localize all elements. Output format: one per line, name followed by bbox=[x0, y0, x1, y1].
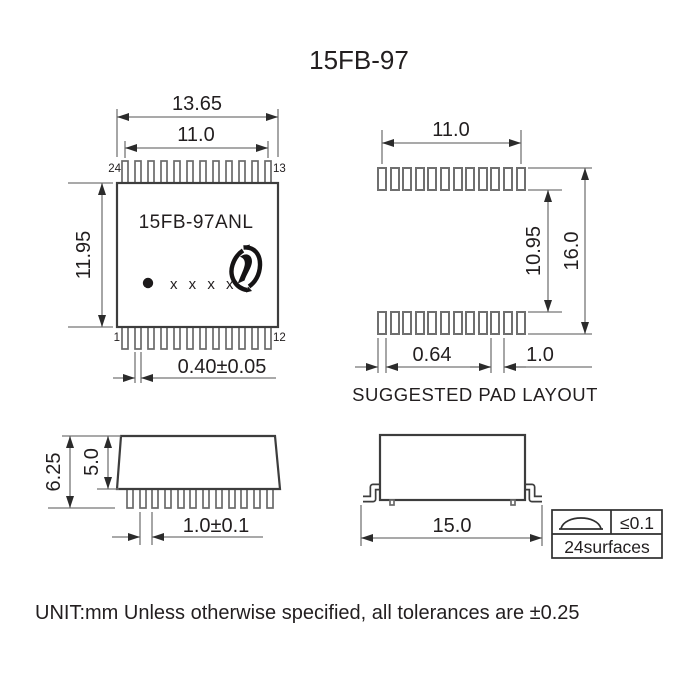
dim-body-height-side: 5.0 bbox=[81, 436, 119, 490]
side-view-pins bbox=[126, 488, 274, 509]
pad-row-bottom bbox=[377, 311, 526, 335]
svg-text:5.0: 5.0 bbox=[81, 448, 103, 476]
part-number-label: 15FB-97ANL bbox=[139, 212, 254, 233]
pin-number-13: 13 bbox=[273, 163, 286, 175]
page-title: 15FB-97 bbox=[309, 45, 409, 75]
tolerance-note: UNIT:mm Unless otherwise specified, all … bbox=[35, 602, 580, 624]
center-post-left bbox=[389, 499, 395, 506]
pin-number-24: 24 bbox=[108, 163, 121, 175]
pad-layout-caption: SUGGESTED PAD LAYOUT bbox=[352, 384, 598, 405]
package-body bbox=[115, 181, 280, 329]
package-front-view: 15.0 bbox=[360, 433, 543, 546]
gull-wing-lead-right bbox=[523, 483, 542, 503]
svg-text:15.0: 15.0 bbox=[433, 515, 472, 537]
bothhand-logo-icon bbox=[229, 244, 263, 293]
dim-pad-inner-gap: 10.95 bbox=[523, 189, 562, 313]
svg-text:11.95: 11.95 bbox=[73, 231, 95, 280]
date-code-label: x x x x bbox=[170, 276, 237, 293]
pin1-dot bbox=[142, 277, 154, 289]
svg-text:11.0: 11.0 bbox=[177, 124, 214, 146]
svg-text:0.64: 0.64 bbox=[413, 344, 452, 366]
svg-text:1.0: 1.0 bbox=[526, 344, 554, 366]
package-bottom-pins bbox=[121, 326, 272, 350]
dim-pad-span: 11.0 bbox=[381, 119, 522, 164]
dim-pad-width-pitch: 0.64 1.0 bbox=[355, 338, 592, 373]
dim-lead-span: 15.0 bbox=[360, 505, 543, 546]
svg-text:1.0±0.1: 1.0±0.1 bbox=[183, 515, 250, 537]
package-side-view: 6.25 5.0 1.0±0.1 bbox=[43, 434, 282, 545]
dim-body-width: 13.65 bbox=[116, 93, 279, 157]
dim-pad-outer-span: 16.0 bbox=[528, 167, 592, 335]
svg-text:6.25: 6.25 bbox=[43, 453, 65, 492]
svg-text:11.0: 11.0 bbox=[432, 119, 469, 141]
pin-number-12: 12 bbox=[273, 332, 286, 344]
pad-layout-view: 11.0 10.95 16.0 0.64 1.0 bbox=[352, 119, 598, 405]
front-view-body bbox=[378, 433, 527, 502]
dim-lead-pitch: 1.0±0.1 bbox=[112, 512, 263, 545]
center-post-right bbox=[510, 499, 516, 506]
svg-text:0.40±0.05: 0.40±0.05 bbox=[178, 356, 267, 378]
package-top-pins bbox=[121, 160, 272, 184]
dim-body-height: 11.95 bbox=[68, 182, 113, 328]
package-top-view: 24 13 1 12 15FB-97ANL x x x x 13.65 11.0 bbox=[68, 93, 286, 383]
flatness-symbol-icon bbox=[559, 517, 603, 530]
gull-wing-lead-left bbox=[363, 483, 382, 503]
svg-text:16.0: 16.0 bbox=[561, 232, 583, 271]
pin-number-1: 1 bbox=[114, 332, 120, 344]
coplanarity-table: ≤0.1 24surfaces bbox=[551, 509, 663, 559]
svg-text:13.65: 13.65 bbox=[172, 93, 222, 115]
dim-pin-span: 11.0 bbox=[124, 124, 269, 158]
dim-lead-width: 0.40±0.05 bbox=[113, 352, 276, 383]
flatness-surfaces: 24surfaces bbox=[564, 537, 650, 557]
pad-row-top bbox=[377, 167, 526, 191]
side-view-body bbox=[115, 434, 282, 491]
svg-text:10.95: 10.95 bbox=[523, 226, 545, 276]
flatness-limit: ≤0.1 bbox=[620, 513, 654, 533]
